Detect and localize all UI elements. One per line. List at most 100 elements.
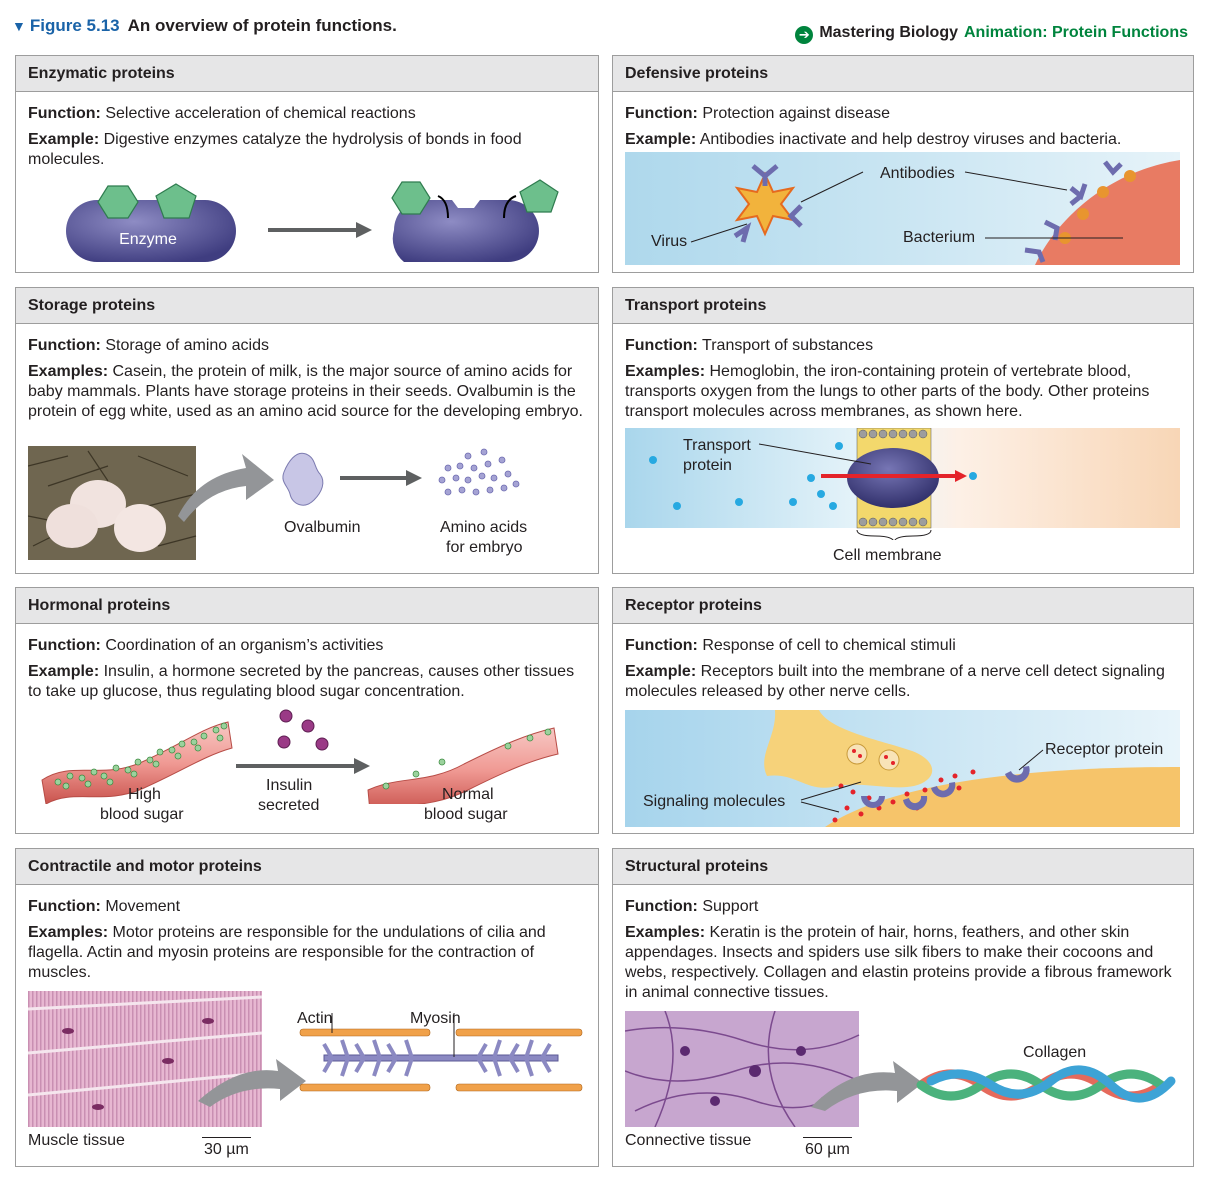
muscle-photo	[28, 991, 262, 1127]
hormonal-illustration	[41, 709, 559, 804]
example-label: Examples:	[28, 924, 109, 941]
reaction-arrowhead	[356, 222, 372, 238]
insulin-molecules	[277, 709, 329, 751]
example-label: Example:	[28, 663, 100, 680]
conversion-arrowhead	[406, 470, 422, 486]
egg	[114, 504, 166, 552]
example-label: Example:	[28, 131, 100, 148]
panel-storage: Storage proteins Function: Storage of am…	[15, 287, 599, 574]
insulin-secreted-line2: secreted	[258, 797, 320, 814]
ovalbumin-label: Ovalbumin	[284, 519, 361, 536]
panel-title: Defensive proteins	[613, 56, 1193, 92]
bacterium	[1035, 160, 1180, 265]
solute-molecules	[649, 442, 977, 510]
example-text: Hemoglobin, the iron-containing protein …	[625, 363, 1150, 420]
panel-contractile: Contractile and motor proteins Function:…	[15, 848, 599, 1167]
leader-line	[800, 171, 864, 203]
vesicle	[878, 749, 900, 771]
insulin-secreted-line1: Insulin	[266, 777, 313, 794]
leader-line	[758, 443, 872, 465]
vesicle	[846, 743, 868, 765]
panel-structural: Structural proteins Function: Support Ex…	[612, 848, 1194, 1167]
enzyme-label: Enzyme	[119, 231, 177, 248]
function-label: Function:	[625, 898, 698, 915]
panel-enzymatic: Enzymatic proteins Function: Selective a…	[15, 55, 599, 273]
substrate-hexagon	[97, 185, 139, 219]
curved-arrow	[178, 454, 274, 522]
panel-text: Function: Selective acceleration of chem…	[28, 104, 590, 176]
example-label: Example:	[625, 663, 697, 680]
transport-label-line2: protein	[683, 457, 732, 474]
function-label: Function:	[28, 337, 101, 354]
actin-label: Actin	[297, 1010, 333, 1027]
antigen	[1097, 186, 1109, 198]
cell-membrane-label: Cell membrane	[833, 547, 942, 564]
ovalbumin-shape	[282, 452, 324, 506]
antibodies-label: Antibodies	[880, 165, 955, 182]
collapse-triangle-icon[interactable]: ▼	[12, 18, 26, 34]
muscle-tissue-label: Muscle tissue	[28, 1132, 125, 1149]
function-label: Function:	[28, 898, 101, 915]
scale-label: 60 µm	[803, 1137, 852, 1160]
function-text: Coordination of an organism’s activities	[105, 637, 384, 654]
amino-acids-label-line2: for embryo	[446, 539, 523, 556]
receptor-protein-icon	[861, 766, 1030, 811]
transport-label-line1: Transport	[683, 437, 751, 454]
collagen-illustration	[625, 1011, 1176, 1127]
panel-title: Receptor proteins	[613, 588, 1193, 624]
panel-receptor: Receptor proteins Function: Response of …	[612, 587, 1194, 834]
function-text: Storage of amino acids	[105, 337, 269, 354]
antibody-illustration: Antibodies Virus Bacterium	[625, 152, 1180, 265]
transport-illustration: Transport protein	[625, 428, 1180, 540]
myosin-heads	[322, 1039, 552, 1077]
function-label: Function:	[625, 637, 698, 654]
antigen	[1124, 170, 1136, 182]
animation-link[interactable]: Animation: Protein Functions	[964, 24, 1188, 41]
example-label: Examples:	[625, 363, 706, 380]
example-text: Antibodies inactivate and help destroy v…	[699, 131, 1122, 148]
mastering-label: Mastering Biology	[819, 24, 958, 41]
panel-text: Function: Coordination of an organism’s …	[28, 636, 590, 708]
myosin-filament	[323, 1054, 559, 1062]
glucose-dots	[54, 722, 228, 790]
normal-blood-sugar-line1: Normal	[442, 786, 494, 803]
panel-title: Storage proteins	[16, 288, 598, 324]
antigen	[1077, 208, 1089, 220]
receptor-label: Receptor protein	[1045, 741, 1163, 758]
zoom-arrow	[811, 1061, 923, 1111]
enzyme-illustration: Enzyme	[66, 179, 559, 262]
function-label: Function:	[28, 637, 101, 654]
panel-text: Function: Protection against disease Exa…	[625, 104, 1185, 156]
example-text: Motor proteins are responsible for the u…	[28, 924, 546, 981]
muscle-illustration	[28, 991, 583, 1127]
storage-illustration	[28, 446, 520, 560]
example-text: Insulin, a hormone secreted by the pancr…	[28, 663, 575, 700]
function-text: Selective acceleration of chemical react…	[105, 105, 416, 122]
collagen-label: Collagen	[1023, 1044, 1087, 1061]
high-blood-sugar-line1: High	[128, 786, 161, 803]
panel-hormonal: Hormonal proteins Function: Coordination…	[15, 587, 599, 834]
function-text: Movement	[105, 898, 181, 915]
panel-text: Function: Storage of amino acids Example…	[28, 336, 590, 428]
virus-label: Virus	[651, 233, 687, 250]
leader-line	[1018, 749, 1044, 771]
panel-title: Contractile and motor proteins	[16, 849, 598, 885]
panel-text: Function: Response of cell to chemical s…	[625, 636, 1185, 708]
function-label: Function:	[625, 105, 698, 122]
collagen-helix	[916, 1065, 1176, 1103]
substrate-pentagon	[155, 183, 197, 219]
receptor-illustration: Receptor protein Signaling molecules	[625, 710, 1180, 827]
panel-transport: Transport proteins Function: Transport o…	[612, 287, 1194, 574]
leader-line	[800, 801, 840, 813]
panel-title: Enzymatic proteins	[16, 56, 598, 92]
connective-tissue-label: Connective tissue	[625, 1132, 752, 1149]
example-label: Example:	[625, 131, 697, 148]
signaling-label: Signaling molecules	[643, 793, 785, 810]
example-label: Examples:	[28, 363, 109, 380]
postsynaptic-cell	[825, 767, 1180, 827]
leader-line	[964, 171, 1068, 191]
product-pentagon	[519, 179, 559, 213]
